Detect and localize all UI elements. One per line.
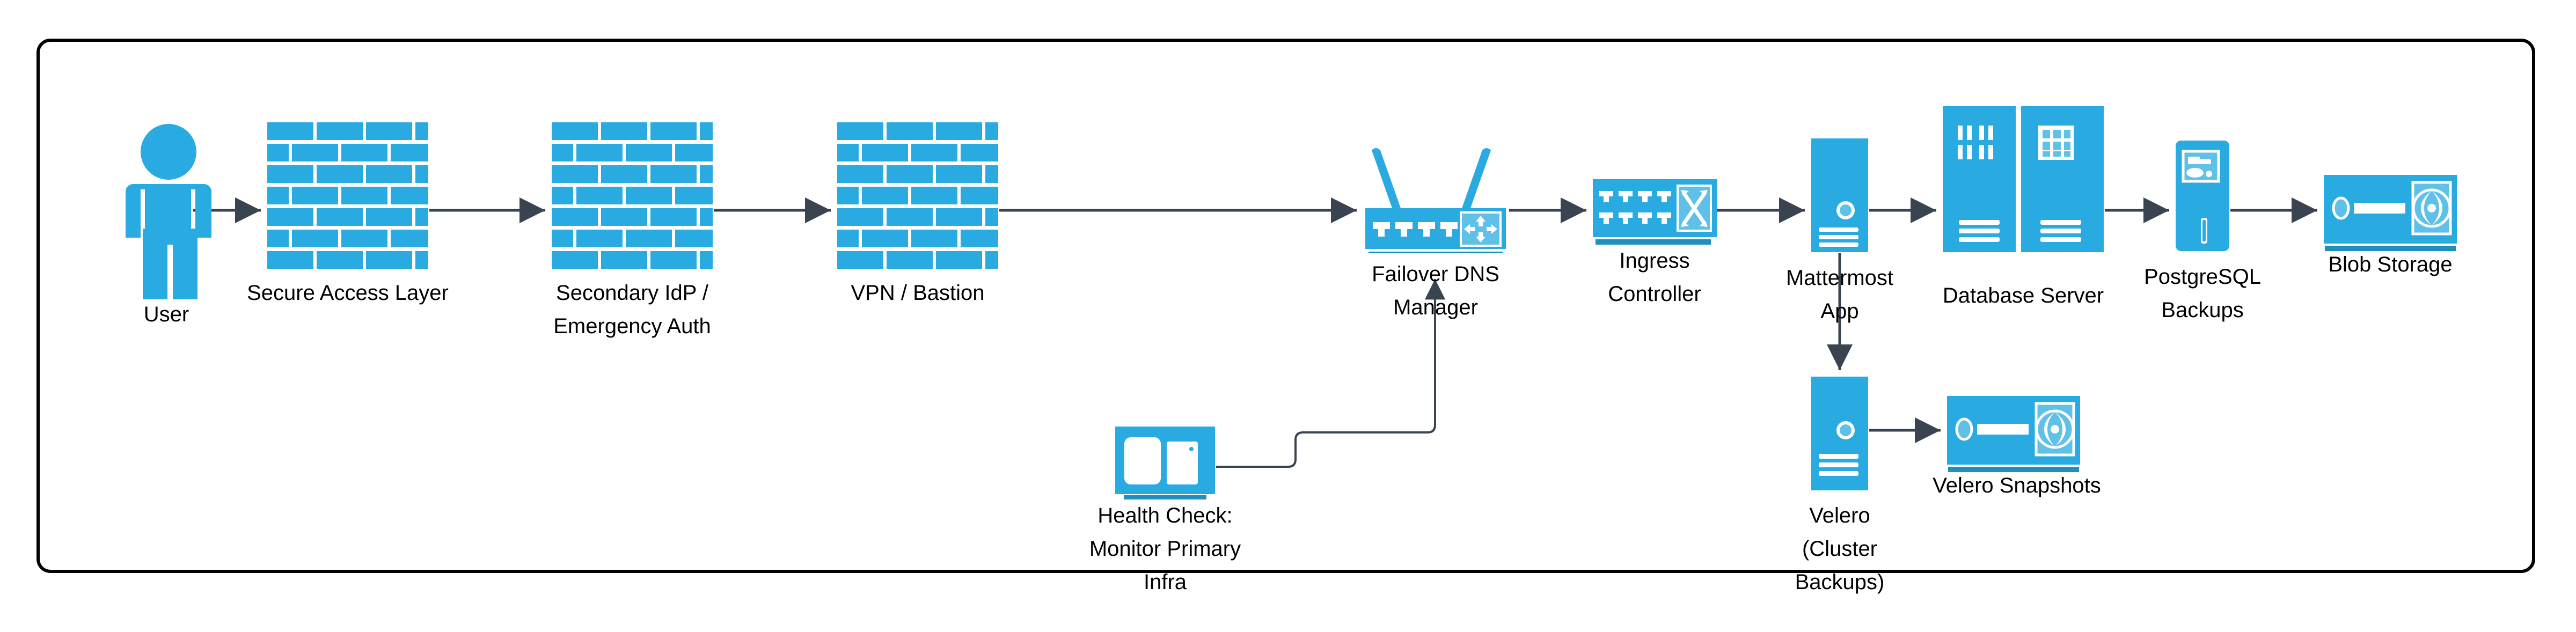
person-icon bbox=[126, 124, 211, 299]
database-rack-icon bbox=[1943, 106, 2104, 252]
node-label-database-server: Database Server bbox=[1942, 284, 2104, 307]
wifi-router-icon bbox=[1365, 148, 1506, 253]
server-tower-icon bbox=[1811, 377, 1868, 490]
firewall-brick-icon bbox=[837, 122, 998, 269]
node-label-user: User bbox=[143, 303, 189, 326]
node-mattermost-app[interactable] bbox=[1811, 138, 1868, 252]
node-vpn-bastion[interactable] bbox=[837, 122, 998, 273]
node-velero[interactable] bbox=[1811, 377, 1868, 490]
health-check-icon bbox=[1115, 427, 1215, 499]
node-ingress-controller[interactable] bbox=[1593, 179, 1717, 245]
node-label-secondary-idp: Secondary IdP / Emergency Auth bbox=[553, 281, 711, 338]
node-secondary-idp[interactable] bbox=[552, 122, 713, 273]
firewall-brick-icon bbox=[267, 122, 428, 269]
node-label-velero-snapshots: Velero Snapshots bbox=[1933, 474, 2101, 497]
node-label-mattermost-app: Mattermost App bbox=[1785, 266, 1894, 323]
blob-storage-icon bbox=[1947, 396, 2080, 472]
backup-device-icon bbox=[2176, 141, 2229, 251]
node-label-velero: Velero (Cluster Backups) bbox=[1795, 504, 1885, 594]
node-label-postgresql-backups: PostgreSQL Backups bbox=[2144, 265, 2261, 322]
node-blob-storage[interactable] bbox=[2324, 175, 2457, 251]
node-velero-snapshots[interactable] bbox=[1947, 396, 2080, 472]
node-database-server[interactable] bbox=[1943, 106, 2104, 252]
node-user[interactable] bbox=[122, 122, 219, 299]
node-label-secure-access-layer: Secure Access Layer bbox=[247, 281, 449, 305]
node-health-check[interactable] bbox=[1115, 427, 1215, 502]
network-switch-icon bbox=[1593, 179, 1717, 245]
node-postgresql-backups[interactable] bbox=[2176, 141, 2229, 251]
node-label-failover-dns-manager: Failover DNS Manager bbox=[1372, 262, 1499, 319]
node-secure-access-layer[interactable] bbox=[267, 122, 428, 273]
node-label-vpn-bastion: VPN / Bastion bbox=[851, 281, 985, 305]
node-failover-dns-manager[interactable] bbox=[1363, 141, 1508, 253]
blob-storage-icon bbox=[2324, 175, 2457, 251]
node-label-ingress-controller: Ingress Controller bbox=[1608, 249, 1701, 306]
node-label-health-check: Health Check: Monitor Primary Infra bbox=[1089, 504, 1241, 594]
firewall-brick-icon bbox=[552, 122, 713, 269]
server-tower-icon bbox=[1811, 138, 1868, 252]
node-label-blob-storage: Blob Storage bbox=[2328, 253, 2453, 276]
